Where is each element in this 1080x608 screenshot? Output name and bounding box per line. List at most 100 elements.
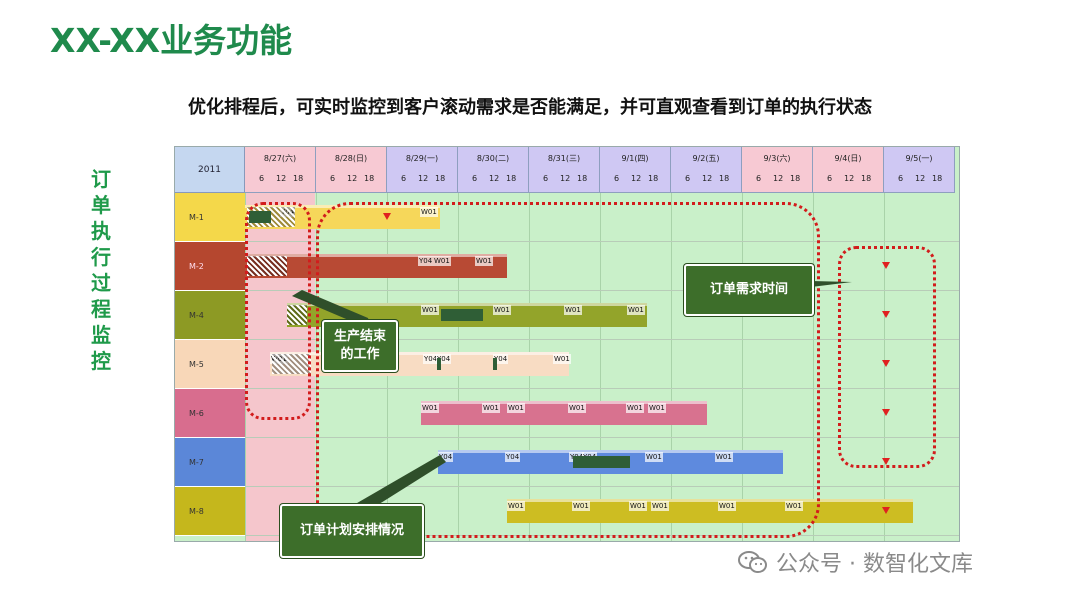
hour-label: 18 [364,174,375,183]
machine-label: M-6 [175,389,245,438]
bar-label: W01 [568,403,586,413]
hour-label: 12 [418,174,429,183]
hour-label: 18 [719,174,730,183]
hour-label: 18 [861,174,872,183]
bar-label: W01 [421,403,439,413]
demand-arrow [882,409,890,416]
demand-arrow [882,262,890,269]
finished-segment [272,354,311,374]
demand-arrow [882,507,890,514]
demand-arrow [882,360,890,367]
hour-label: 12 [844,174,855,183]
day-header: 9/2(五) 6 12 18 [671,147,742,193]
bar-label: W01 [475,256,493,266]
hour-label: 6 [685,174,691,183]
year-cell: 2011 [175,147,245,193]
hour-label: 6 [827,174,833,183]
hour-label: 6 [401,174,407,183]
day-header: 8/29(一) 6 12 18 [387,147,458,193]
watermark: 公众号 · 数智化文库 [738,546,973,578]
progress-segment [441,309,483,321]
hour-label: 6 [543,174,549,183]
hour-label: 12 [915,174,926,183]
day-header: 9/3(六) 6 12 18 [742,147,813,193]
bar-label: Y04 [438,452,454,462]
bar-label: Y04 [423,354,439,364]
machine-label: M-8 [175,487,245,536]
page-title: XX-XX业务功能 [50,21,293,60]
finished-segment [247,256,287,276]
bar-label: W01 [553,354,571,364]
hour-label: 6 [898,174,904,183]
bar-label: W01 [507,403,525,413]
hour-label: 18 [293,174,304,183]
day-label: 9/1(四) [621,154,649,163]
hour-label: 18 [577,174,588,183]
day-header: 9/5(一) 6 12 18 [884,147,955,193]
hour-label: 18 [790,174,801,183]
watermark-text: 公众号 · 数智化文库 [776,552,973,577]
finish-work-callout: 生产结束的工作 [322,320,398,372]
day-label: 8/29(一) [405,154,439,163]
demand-arrow [882,311,890,318]
bar-label: W01 [482,403,500,413]
machine-row [245,340,959,389]
machine-row [245,242,959,291]
hour-label: 6 [614,174,620,183]
hour-label: 6 [330,174,336,183]
bar-label: W01 [645,452,663,462]
demand-highlight [838,246,936,468]
demand-time-callout: 订单需求时间 [684,264,814,316]
machine-row [245,291,959,340]
hour-label: 18 [435,174,446,183]
day-gridline [600,193,601,541]
side-label: 订单执行过程监控 [91,167,111,373]
bar-label: Y04 [493,354,509,364]
finished-segment [287,305,307,325]
bar-label: Y04 [418,256,434,266]
progress-segment [437,358,441,370]
plan-highlight [316,202,820,538]
demand-arrow [882,458,890,465]
schedule-bar[interactable] [270,352,569,376]
day-gridline [884,193,885,541]
bar-label: W01 [420,207,438,217]
bar-label: W01 [651,501,669,511]
machine-label: M-1 [175,193,245,242]
progress-segment [573,456,630,468]
hour-label: 6 [756,174,762,183]
hour-label: 12 [347,174,358,183]
machine-row [245,389,959,438]
hour-label: 12 [702,174,713,183]
schedule-bar[interactable] [245,254,507,278]
machine-label: M-2 [175,242,245,291]
day-label: 8/27(六) [263,154,297,163]
day-gridline [671,193,672,541]
hour-label: 12 [631,174,642,183]
hour-label: 12 [773,174,784,183]
day-header: 8/27(六) 6 12 18 [245,147,316,193]
progress-segment [493,358,497,370]
day-gridline [813,193,814,541]
plan-status-callout: 订单计划安排情况 [280,504,424,558]
machine-row [245,438,959,487]
day-label: 9/2(五) [692,154,720,163]
bar-label: W01 [718,501,736,511]
bar-label: W01 [507,501,525,511]
hour-label: 18 [932,174,943,183]
day-label: 9/3(六) [763,154,791,163]
hour-label: 6 [472,174,478,183]
hour-label: 12 [276,174,287,183]
machine-label: M-4 [175,291,245,340]
description-text: 优化排程后，可实时监控到客户滚动需求是否能满足，并可直观查看到订单的执行状态 [188,97,872,118]
day-label: 8/30(二) [476,154,510,163]
day-label: 9/5(一) [905,154,933,163]
hour-label: 6 [259,174,265,183]
machine-row [245,193,959,242]
hour-label: 12 [560,174,571,183]
bar-label: W01 [626,403,644,413]
bar-label: W01 [627,305,645,315]
